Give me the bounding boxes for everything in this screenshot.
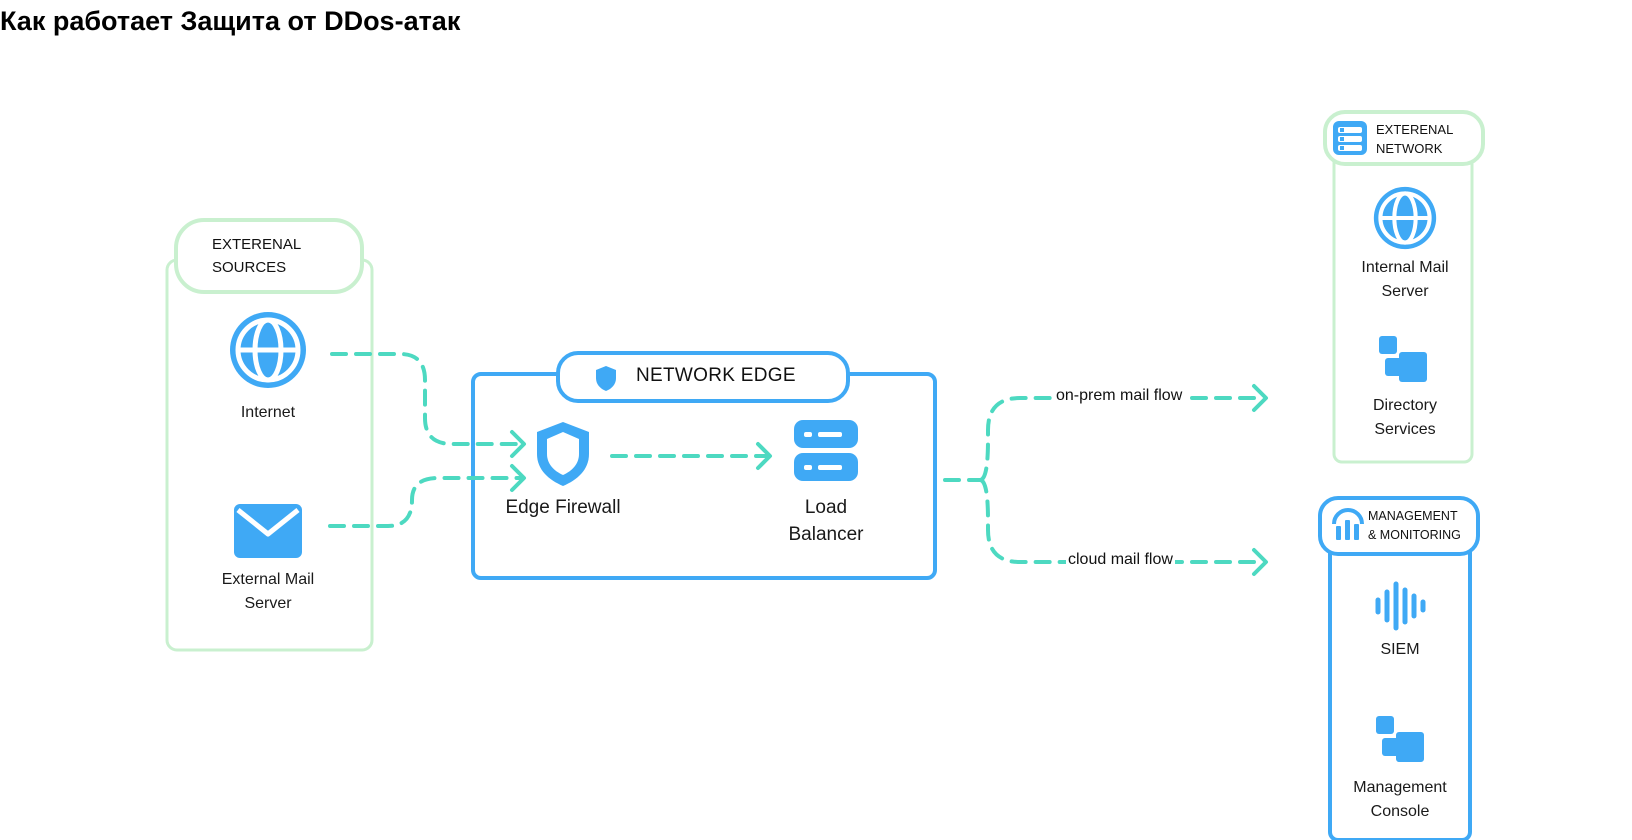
monitoring-icon <box>1332 508 1364 540</box>
external-network-group <box>1323 110 1485 464</box>
envelope-icon <box>234 504 302 558</box>
internal-mail-label: Internal Mail Server <box>1361 259 1449 300</box>
directory-label: Directory Services <box>1372 397 1437 438</box>
siem-label: SIEM <box>1380 641 1420 658</box>
external-sources-label: EXTERENAL SOURCES <box>212 236 302 276</box>
network-edge-group <box>471 351 937 580</box>
siem-waveform-icon <box>1375 581 1426 631</box>
directory-blocks-icon <box>1373 336 1427 382</box>
onprem-flow-label: on-prem mail flow <box>1054 387 1185 405</box>
server-rack-icon <box>1333 121 1367 155</box>
load-balancer-label: Load Balancer <box>788 497 864 545</box>
management-group <box>1318 496 1480 840</box>
load-balancer-server-stack-icon <box>794 420 858 481</box>
arrow-heads <box>510 384 1268 576</box>
internal-mail-globe-icon <box>1374 187 1436 249</box>
cloud-flow-label: cloud mail flow <box>1066 551 1175 569</box>
edge-firewall-label: Edge Firewall <box>505 497 621 518</box>
page-title: Как работает Защита от DDos-атак <box>0 6 461 36</box>
network-edge-label: NETWORK EDGE <box>636 365 796 386</box>
edge-firewall-shield-icon <box>537 422 589 486</box>
management-label: MANAGEMENT & MONITORING <box>1368 509 1461 542</box>
external-network-label: EXTERENAL NETWORK <box>1376 122 1454 156</box>
external-mail-label: External Mail Server <box>221 571 315 612</box>
network-edge-shield-icon <box>596 366 616 391</box>
internet-label: Internet <box>240 404 296 421</box>
management-console-blocks-icon <box>1370 716 1424 762</box>
connectors <box>328 352 1264 564</box>
external-sources-group <box>165 218 374 652</box>
internet-globe-icon <box>230 312 306 388</box>
management-console-label: Management Console <box>1353 779 1447 820</box>
